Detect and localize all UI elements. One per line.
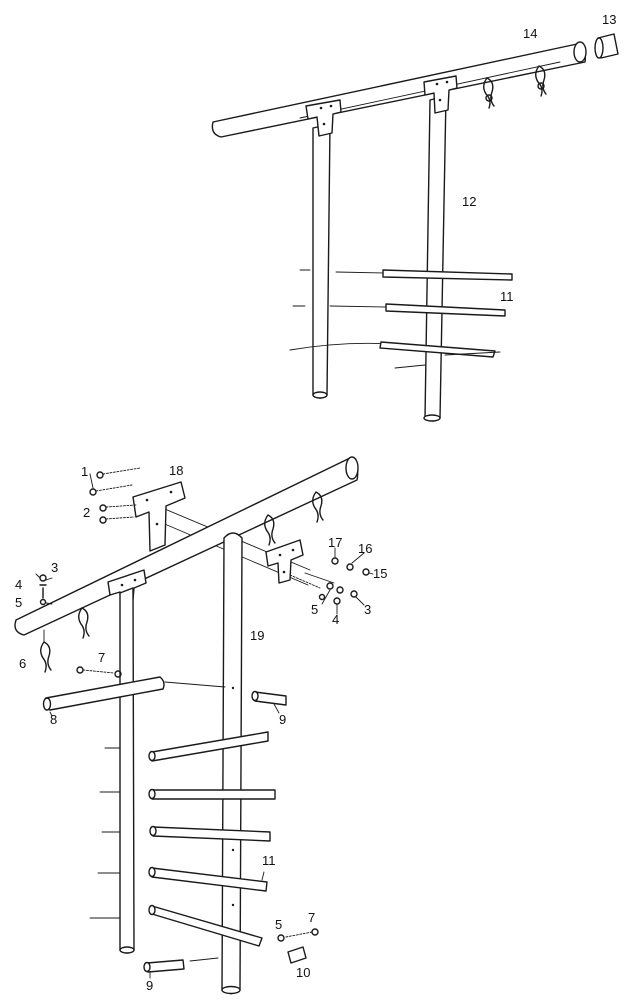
top-hanger-hook-1: [483, 77, 495, 109]
bracket-rear: [265, 539, 304, 584]
callout-18: 18: [169, 463, 183, 478]
callout-15: 15: [373, 566, 387, 581]
bottom-hanger-hook-2: [312, 491, 324, 523]
bottom-right-leg-19: [221, 532, 243, 995]
bottom-rung-3: [101, 825, 271, 842]
callout-12: 12: [462, 194, 476, 209]
hardware-cluster-right: [289, 557, 370, 605]
callout-labels: 13 14 12 11 1 18 2 3 4 5 6 7 8 9 17 16 1…: [15, 12, 616, 993]
dowel-9-lower: [143, 957, 219, 973]
callout-5-lower: 5: [275, 917, 282, 932]
callout-4-left: 4: [15, 577, 22, 592]
callout-13: 13: [602, 12, 616, 27]
bottom-top-beam: [14, 456, 359, 636]
block-10: [287, 946, 307, 964]
dowel-9-upper: [164, 681, 287, 706]
callout-3-right: 3: [364, 602, 371, 617]
callout-2: 2: [83, 505, 90, 520]
callout-9-upper: 9: [279, 712, 286, 727]
bolt-7-lower: [277, 928, 319, 942]
rung-8: [42, 676, 165, 711]
bottom-assembly: [14, 456, 374, 995]
end-cap: [594, 33, 619, 59]
callout-10: 10: [296, 965, 310, 980]
callout-5-left: 5: [15, 595, 22, 610]
top-beam: [211, 41, 587, 138]
callout-16: 16: [358, 541, 372, 556]
top-hanger-hook-2: [535, 65, 547, 97]
callout-7-upper: 7: [98, 650, 105, 665]
callout-5-right: 5: [311, 602, 318, 617]
bottom-rung-5: [89, 904, 263, 947]
callout-3-left: 3: [51, 560, 58, 575]
top-rung-1: [299, 269, 513, 281]
top-right-leg: [423, 95, 447, 422]
callout-7-lower: 7: [308, 910, 315, 925]
callout-14: 14: [523, 26, 537, 41]
bottom-rung-4: [97, 866, 268, 892]
bolt-7-upper: [76, 666, 122, 678]
callout-11-top: 11: [500, 289, 514, 304]
bolt-2-upper: [99, 504, 137, 512]
bottom-rung-2: [99, 788, 276, 800]
top-rung-2: [292, 303, 506, 317]
top-left-leg: [312, 123, 331, 399]
bottom-hanger-hook-1: [264, 514, 276, 546]
hook-6: [40, 629, 52, 673]
callout-1: 1: [81, 464, 88, 479]
callout-8: 8: [50, 712, 57, 727]
callout-4-right: 4: [332, 612, 339, 627]
top-bracket-right: [423, 75, 458, 114]
top-assembly: [211, 33, 619, 422]
top-rung-3: [289, 341, 501, 369]
bolt-2-lower: [99, 516, 135, 524]
bottom-hanger-hook-3: [78, 607, 90, 639]
bracket-18: [132, 481, 186, 552]
callout-11-bottom: 11: [262, 853, 276, 868]
bolt-1-lower: [89, 484, 133, 496]
callout-9-lower: 9: [146, 978, 153, 993]
callout-6: 6: [19, 656, 26, 671]
bottom-left-leg: [119, 587, 135, 954]
bolt-1-upper: [96, 467, 141, 479]
top-bracket-left: [305, 99, 342, 137]
bottom-rung-1: [104, 731, 269, 762]
callout-19: 19: [250, 628, 264, 643]
callout-17: 17: [328, 535, 342, 550]
swivel-4-5-left: [39, 574, 47, 606]
